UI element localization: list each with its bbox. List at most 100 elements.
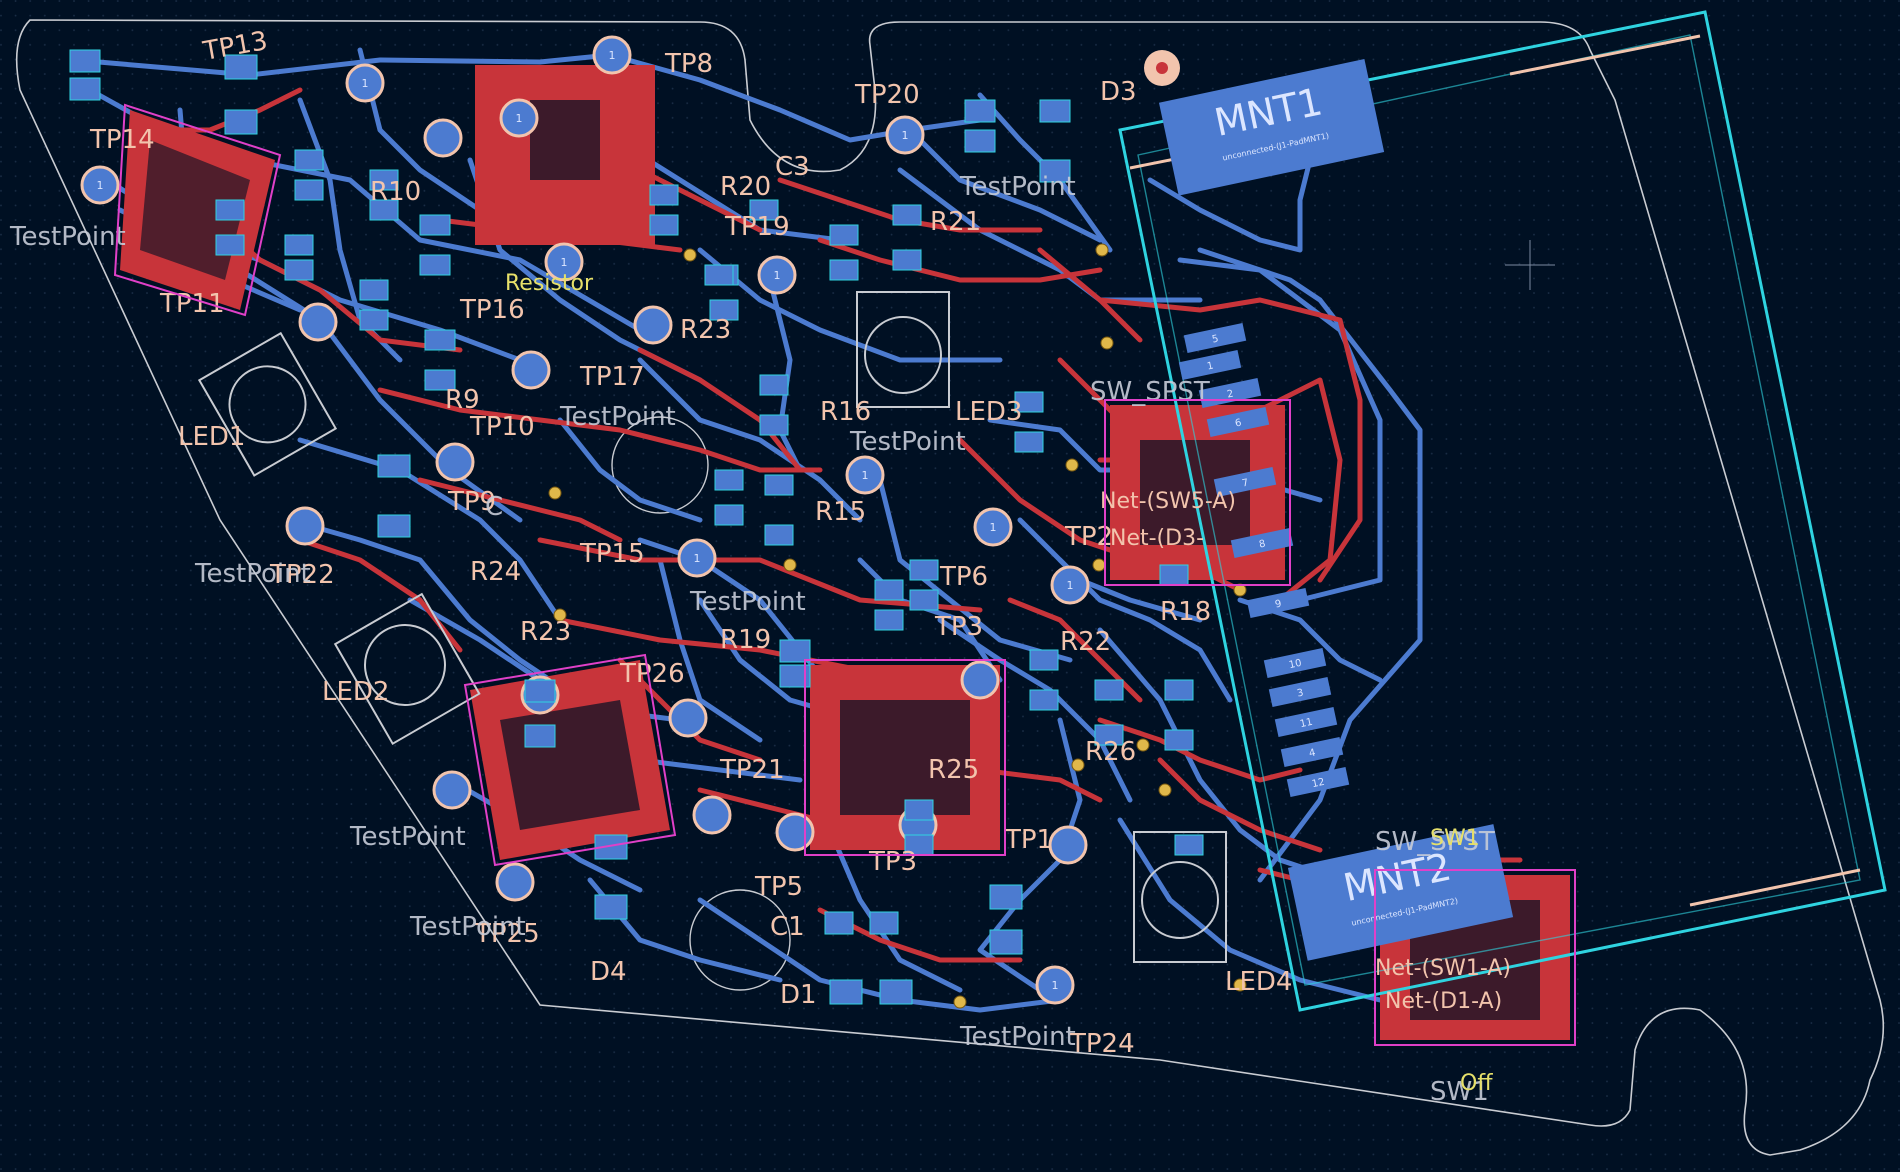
switch-value: Off bbox=[1460, 1071, 1493, 1096]
silk-line bbox=[1689, 868, 1861, 907]
tp-label: TP10 bbox=[469, 412, 535, 442]
tp-label: TP20 bbox=[854, 80, 920, 110]
tp-label: TP3 bbox=[868, 847, 917, 877]
pad-number: 8 bbox=[1258, 538, 1267, 550]
r-label: R24 bbox=[470, 557, 521, 587]
r-label: R25 bbox=[928, 755, 979, 785]
silk-word: TestPoint bbox=[959, 172, 1076, 202]
tp-label: TP8 bbox=[664, 49, 713, 79]
r-label: R10 bbox=[370, 177, 421, 207]
led-label: LED4 bbox=[1225, 967, 1292, 997]
tp-label: TP19 bbox=[724, 212, 790, 242]
net-label: Net-(D1-A) bbox=[1385, 989, 1502, 1014]
r-label: R20 bbox=[720, 172, 771, 202]
silk-word: TestPoint bbox=[194, 559, 311, 589]
hole-marker-center bbox=[1156, 62, 1168, 74]
tp-label: TP24 bbox=[1069, 1029, 1135, 1059]
r-label: R26 bbox=[1085, 737, 1136, 767]
pad-number: 1 bbox=[516, 112, 523, 125]
back-silk-labels: TestPoint TestPoint TestPoint TestPoint … bbox=[9, 172, 1495, 1107]
vias bbox=[548, 243, 1247, 1009]
value-text: Resistor bbox=[505, 271, 594, 296]
pad-number: 1 bbox=[694, 552, 701, 565]
pad-number: 11 bbox=[1299, 717, 1314, 730]
silk-line bbox=[1509, 34, 1701, 76]
r-label: R19 bbox=[720, 625, 771, 655]
silk-word: TestPoint bbox=[689, 587, 806, 617]
pad-number: 3 bbox=[1296, 687, 1305, 699]
mount-pad-mnt1[interactable]: MNT1 unconnected-(J1-PadMNT1) bbox=[1158, 59, 1385, 196]
pad-number: 6 bbox=[1234, 417, 1243, 429]
c-label: C3 bbox=[775, 152, 810, 182]
d-label: D3 bbox=[1100, 77, 1137, 107]
pad-number: 1 bbox=[902, 129, 909, 142]
silk-word: C bbox=[485, 492, 503, 522]
led-label: LED3 bbox=[955, 397, 1022, 427]
net-label: Net-(SW1-A) bbox=[1375, 956, 1511, 981]
net-labels: Net-(SW5-A) Net-(D3- Net-(SW1-A) Net-(D1… bbox=[1100, 489, 1511, 1014]
d-label: D4 bbox=[590, 957, 627, 987]
pad-number: 1 bbox=[774, 269, 781, 282]
net-label: Net-(D3- bbox=[1110, 526, 1204, 551]
r-label: R9 bbox=[445, 385, 480, 415]
value-labels: Off Resistor SW1 bbox=[505, 271, 1493, 1096]
c-label: C1 bbox=[770, 912, 805, 942]
smd-components[interactable] bbox=[69, 49, 1204, 1005]
r-label: R23 bbox=[520, 617, 571, 647]
net-label: Net-(SW5-A) bbox=[1100, 489, 1236, 514]
r-label: R23 bbox=[680, 315, 731, 345]
tp-label: TP3 bbox=[934, 612, 983, 642]
pad-number: 12 bbox=[1311, 777, 1326, 790]
pad-number: 1 bbox=[1052, 979, 1059, 992]
pad-number: 1 bbox=[862, 469, 869, 482]
tp-label: TP1 bbox=[1004, 825, 1053, 855]
silk-word: TestPoint bbox=[559, 402, 676, 432]
led-footprints bbox=[197, 291, 1227, 963]
test-point-pads[interactable]: 1 1 1 1 1 1 1 1 1 1 1 1 bbox=[80, 35, 1090, 1005]
mount-pad-mnt2[interactable]: MNT2 unconnected-(J1-PadMNT2) bbox=[1287, 824, 1514, 961]
tp-label: TP22 bbox=[269, 560, 335, 590]
tp-label: TP11 bbox=[159, 289, 225, 319]
pad-number: 1 bbox=[97, 179, 104, 192]
led-label: LED2 bbox=[322, 677, 389, 707]
tp-label: TP17 bbox=[579, 362, 645, 392]
pad-number: 1 bbox=[609, 49, 616, 62]
pad-number: 1 bbox=[362, 77, 369, 90]
silk-word: TestPoint bbox=[849, 427, 966, 457]
tp-label: TP9 bbox=[447, 487, 496, 517]
r-label: R22 bbox=[1060, 627, 1111, 657]
silk-word: TestPoint bbox=[959, 1022, 1076, 1052]
tp-label: TP21 bbox=[719, 755, 785, 785]
value-text: SW1 bbox=[1430, 826, 1480, 851]
pad-number: 7 bbox=[1241, 477, 1250, 489]
tp-label: TP26 bbox=[619, 659, 685, 689]
tp-label: TP5 bbox=[754, 872, 803, 902]
r-label: R18 bbox=[1160, 597, 1211, 627]
r-label: R21 bbox=[930, 207, 981, 237]
pad-number: 5 bbox=[1211, 333, 1220, 345]
mounting-hole-edge bbox=[689, 889, 791, 991]
footprint-name: SW_SPST bbox=[1375, 827, 1495, 857]
pad-number: 4 bbox=[1308, 747, 1317, 759]
pad-number: 1 bbox=[1067, 579, 1074, 592]
pad-number: 2 bbox=[1226, 388, 1235, 400]
front-silk-labels: TP14 TP13 TP8 TP20 TP19 TP16 TP17 TP10 T… bbox=[89, 26, 1292, 1059]
r-label: R16 bbox=[820, 397, 871, 427]
switch-ref: SW1 bbox=[1430, 1077, 1489, 1107]
tp-label: TP15 bbox=[579, 539, 645, 569]
pad-number: 1 bbox=[561, 256, 568, 269]
connector-courtyard bbox=[1118, 10, 1887, 1012]
tp-label: TP25 bbox=[474, 919, 540, 949]
fab-outlines bbox=[113, 103, 1576, 1046]
mounting-hole-edge bbox=[611, 416, 709, 514]
pad-number: 10 bbox=[1288, 658, 1303, 671]
footprint-name: SW_SPST bbox=[1090, 377, 1210, 407]
pad-number: 1 bbox=[1206, 360, 1215, 372]
d-label: D1 bbox=[780, 980, 817, 1010]
silk-word: TestPoint bbox=[349, 822, 466, 852]
tp-label: TP6 bbox=[939, 562, 988, 592]
tp-label: TP16 bbox=[459, 295, 525, 325]
r-label: R15 bbox=[815, 497, 866, 527]
board-edge-outline bbox=[15, 19, 1885, 1156]
